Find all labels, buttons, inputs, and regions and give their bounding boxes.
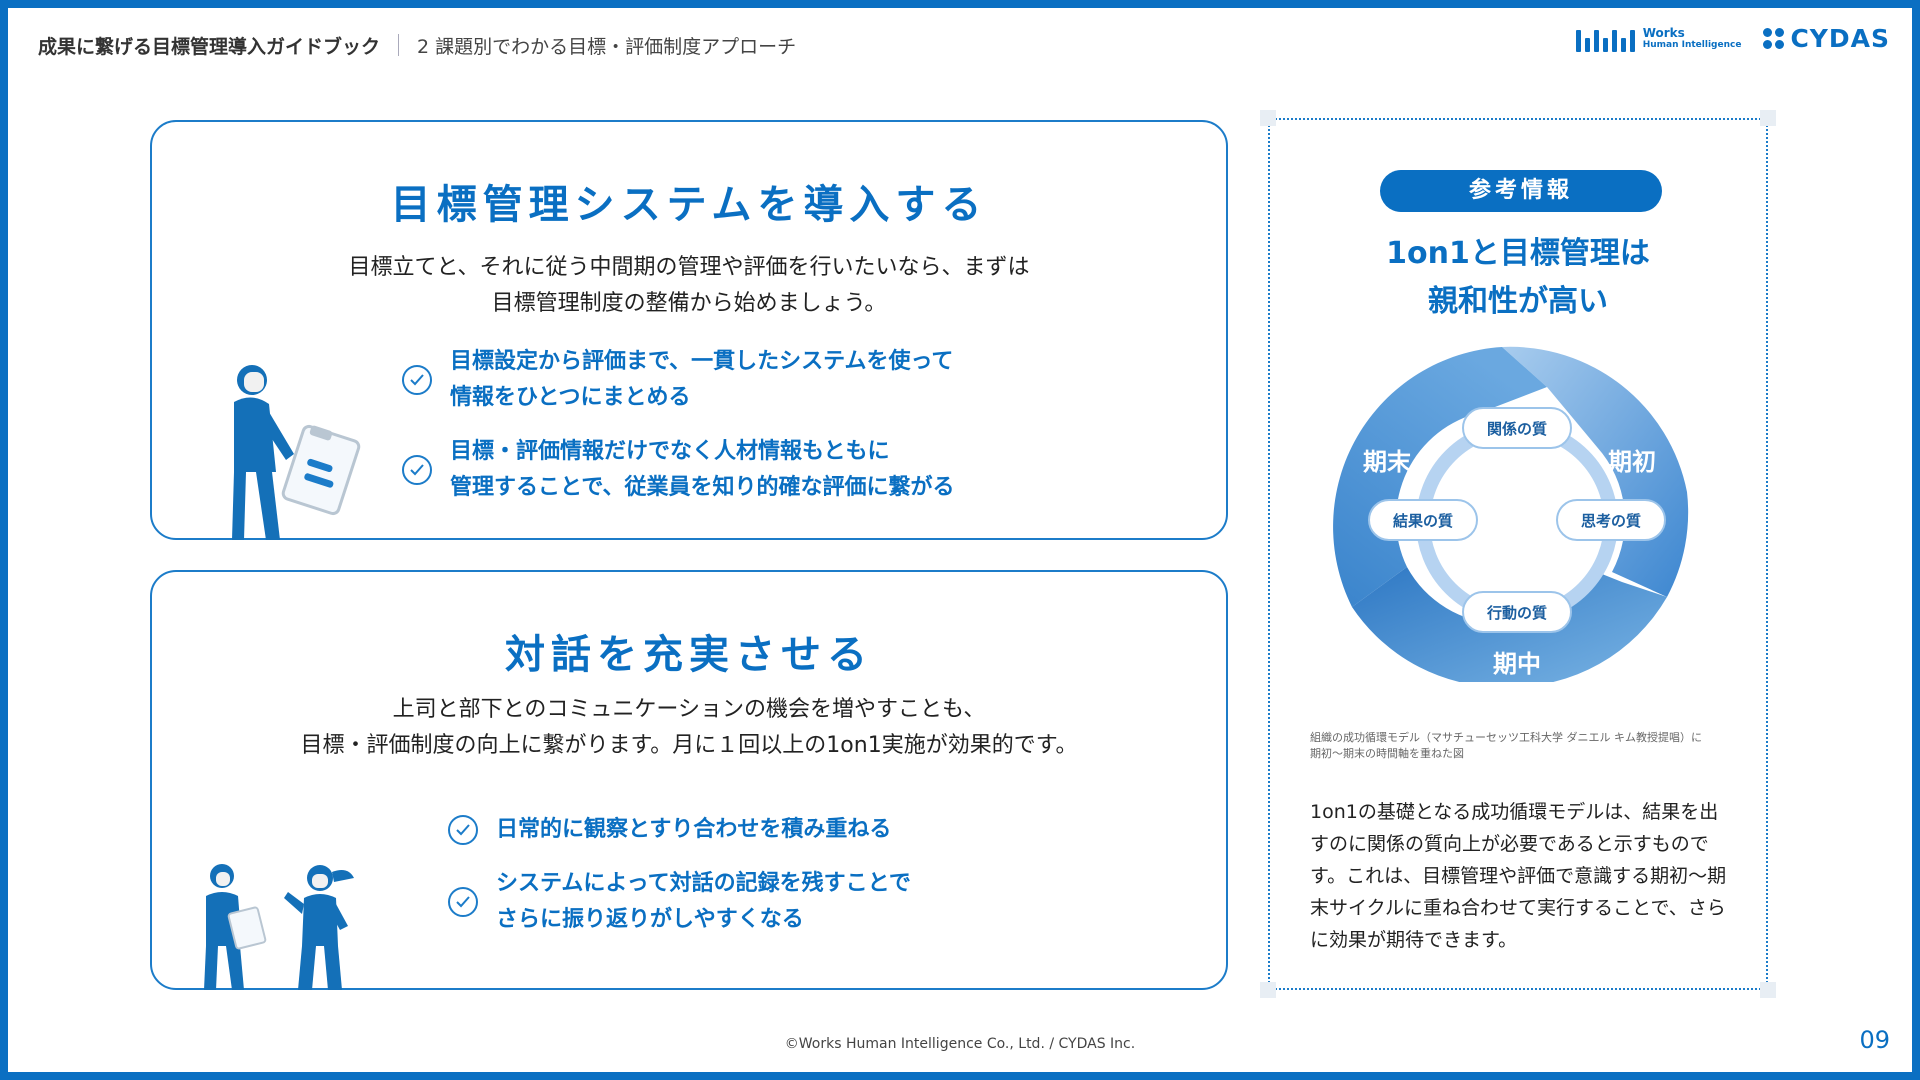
panel-corner bbox=[1260, 982, 1276, 998]
check-item-text: 情報をひとつにまとめる bbox=[450, 385, 691, 410]
reference-info-panel: 参考情報 1on1と目標管理は 親和性が高い 期初 期中 bbox=[1260, 110, 1776, 998]
section-dialogue-points: 日常的に観察とすり合わせを積み重ねる システムによって対話の記録を残すことでさら… bbox=[448, 812, 911, 956]
check-item: システムによって対話の記録を残すことでさらに振り返りがしやすくなる bbox=[448, 866, 911, 938]
reference-description: 1on1の基礎となる成功循環モデルは、結果を出すのに関係の質向上が必要であると示… bbox=[1310, 801, 1727, 951]
caption-line: 期初〜期末の時間軸を重ねた図 bbox=[1310, 747, 1464, 760]
works-logo: Works Human Intelligence bbox=[1575, 25, 1742, 52]
section-dialogue-lead: 上司と部下とのコミュニケーションの機会を増やすことも、 目標・評価制度の向上に繋… bbox=[152, 692, 1226, 764]
reference-badge: 参考情報 bbox=[1380, 170, 1662, 212]
cycle-label-start: 期初 bbox=[1608, 448, 1656, 476]
cydas-logo-mark bbox=[1763, 28, 1785, 49]
check-item-text: さらに振り返りがしやすくなる bbox=[496, 907, 804, 932]
reference-title-line: 親和性が高い bbox=[1428, 284, 1608, 319]
pill-action-label: 行動の質 bbox=[1486, 604, 1547, 622]
page-number: 09 bbox=[1859, 1026, 1890, 1054]
lead-line: 上司と部下とのコミュニケーションの機会を増やすことも、 bbox=[392, 697, 986, 722]
check-circle-icon bbox=[402, 365, 432, 395]
two-people-talking-illustration bbox=[204, 864, 354, 990]
chapter-title: 2 課題別でわかる目標・評価制度アプローチ bbox=[417, 35, 797, 58]
check-item-text: 目標設定から評価まで、一貫したシステムを使って bbox=[450, 349, 954, 374]
check-circle-icon bbox=[402, 455, 432, 485]
header-logos: Works Human Intelligence CYDAS bbox=[1575, 24, 1890, 53]
success-cycle-diagram: 期初 期中 期末 関係の質 思考の質 行動の質 結果の質 bbox=[1333, 346, 1689, 682]
section-dialogue-card: 対話を充実させる 上司と部下とのコミュニケーションの機会を増やすことも、 目標・… bbox=[150, 570, 1228, 990]
book-title: 成果に繋げる目標管理導入ガイドブック bbox=[38, 35, 381, 58]
pill-result-label: 結果の質 bbox=[1393, 512, 1453, 530]
panel-corner bbox=[1260, 110, 1276, 126]
section-system-lead: 目標立てと、それに従う中間期の管理や評価を行いたいなら、まずは 目標管理制度の整… bbox=[152, 250, 1226, 322]
check-item-text: システムによって対話の記録を残すことで bbox=[496, 871, 911, 896]
pill-relationship: 関係の質 bbox=[1462, 407, 1572, 449]
header-divider bbox=[398, 34, 400, 56]
pill-relationship-label: 関係の質 bbox=[1487, 420, 1547, 438]
pill-action: 行動の質 bbox=[1462, 591, 1572, 633]
check-item: 目標設定から評価まで、一貫したシステムを使って情報をひとつにまとめる bbox=[402, 344, 954, 416]
lead-line: 目標・評価制度の向上に繋がります。月に１回以上の1on1実施が効果的です。 bbox=[300, 733, 1078, 758]
cycle-segment-end bbox=[1333, 347, 1547, 607]
section-system-points: 目標設定から評価まで、一貫したシステムを使って情報をひとつにまとめる 目標・評価… bbox=[402, 344, 954, 524]
page-header: 成果に繋げる目標管理導入ガイドブック 2 課題別でわかる目標・評価制度アプローチ bbox=[38, 30, 796, 60]
cydas-logo-text: CYDAS bbox=[1790, 24, 1890, 53]
section-dialogue-title: 対話を充実させる bbox=[505, 632, 873, 678]
check-circle-icon bbox=[448, 887, 478, 917]
panel-corner bbox=[1760, 982, 1776, 998]
works-logo-line2: Human Intelligence bbox=[1642, 39, 1742, 50]
reference-title: 1on1と目標管理は 親和性が高い bbox=[1270, 230, 1766, 326]
works-logo-mark bbox=[1575, 26, 1635, 52]
panel-corner bbox=[1760, 110, 1776, 126]
cycle-label-middle: 期中 bbox=[1493, 650, 1541, 678]
cycle-label-end: 期末 bbox=[1363, 448, 1412, 476]
diagram-caption: 組織の成功循環モデル（マサチューセッツ工科大学 ダニエル キム教授提唱）に 期初… bbox=[1310, 730, 1730, 762]
check-item-text: 日常的に観察とすり合わせを積み重ねる bbox=[496, 817, 892, 842]
pill-result: 結果の質 bbox=[1368, 499, 1478, 541]
check-item-text: 目標・評価情報だけでなく人材情報もともに bbox=[450, 439, 890, 464]
copyright-footer: ©Works Human Intelligence Co., Ltd. / CY… bbox=[784, 1036, 1136, 1052]
check-circle-icon bbox=[448, 815, 478, 845]
lead-line: 目標管理制度の整備から始めましょう。 bbox=[491, 291, 887, 316]
section-system-card: 目標管理システムを導入する 目標立てと、それに従う中間期の管理や評価を行いたいな… bbox=[150, 120, 1228, 540]
pill-thinking: 思考の質 bbox=[1556, 499, 1666, 541]
check-item-text: 管理することで、従業員を知り的確な評価に繋がる bbox=[450, 475, 955, 500]
cydas-logo: CYDAS bbox=[1763, 24, 1890, 53]
check-item: 日常的に観察とすり合わせを積み重ねる bbox=[448, 812, 911, 848]
person-with-clipboard-illustration bbox=[232, 365, 361, 540]
check-item: 目標・評価情報だけでなく人材情報もともに管理することで、従業員を知り的確な評価に… bbox=[402, 434, 954, 506]
works-logo-line1: Works bbox=[1642, 25, 1685, 40]
reference-title-line: 1on1と目標管理は bbox=[1386, 236, 1650, 271]
caption-line: 組織の成功循環モデル（マサチューセッツ工科大学 ダニエル キム教授提唱）に bbox=[1310, 731, 1702, 744]
pill-thinking-label: 思考の質 bbox=[1581, 512, 1641, 530]
section-system-title: 目標管理システムを導入する bbox=[390, 182, 988, 228]
lead-line: 目標立てと、それに従う中間期の管理や評価を行いたいなら、まずは bbox=[348, 255, 1030, 280]
